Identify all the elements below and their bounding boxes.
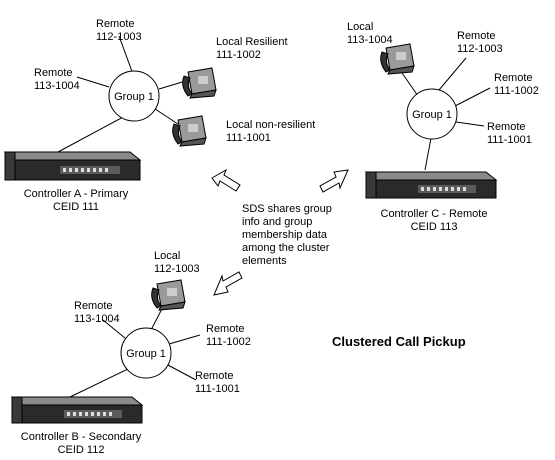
arrow-to-controller-a	[211, 168, 241, 192]
controller-b-device	[10, 396, 144, 424]
link-b-remote-bottom	[165, 363, 197, 381]
group-label-c: Group 1	[412, 109, 452, 121]
link-c-local	[399, 69, 419, 97]
link-c-remote-mid	[454, 87, 491, 107]
link-c-controller	[424, 137, 432, 171]
phone-b-local-icon	[151, 279, 186, 311]
link-c-remote-bottom	[455, 121, 485, 127]
group-circle-b	[120, 327, 172, 379]
arrow-to-controller-c	[319, 169, 349, 193]
controller-a-device	[3, 151, 142, 181]
link-a-remote-left	[76, 76, 110, 88]
group-circle-c	[406, 88, 458, 140]
arrow-to-controller-b	[213, 271, 243, 296]
link-a-local-nonresilient	[151, 106, 179, 125]
link-b-controller	[69, 367, 131, 398]
group-label-a: Group 1	[114, 91, 154, 103]
link-a-remote-top	[118, 35, 135, 78]
link-a-controller	[57, 115, 126, 153]
link-b-remote-left	[102, 319, 126, 339]
phone-c-local-icon	[380, 43, 415, 75]
phone-a-local-resilient-icon	[182, 67, 217, 99]
controller-c-device	[364, 171, 498, 199]
link-b-remote-right	[168, 334, 201, 345]
group-label-b: Group 1	[126, 348, 166, 360]
phone-a-local-nonresilient-icon	[172, 115, 207, 147]
diagram-title: Clustered Call Pickup	[332, 334, 466, 349]
link-c-remote-top	[438, 57, 467, 91]
group-circle-a	[108, 70, 160, 122]
